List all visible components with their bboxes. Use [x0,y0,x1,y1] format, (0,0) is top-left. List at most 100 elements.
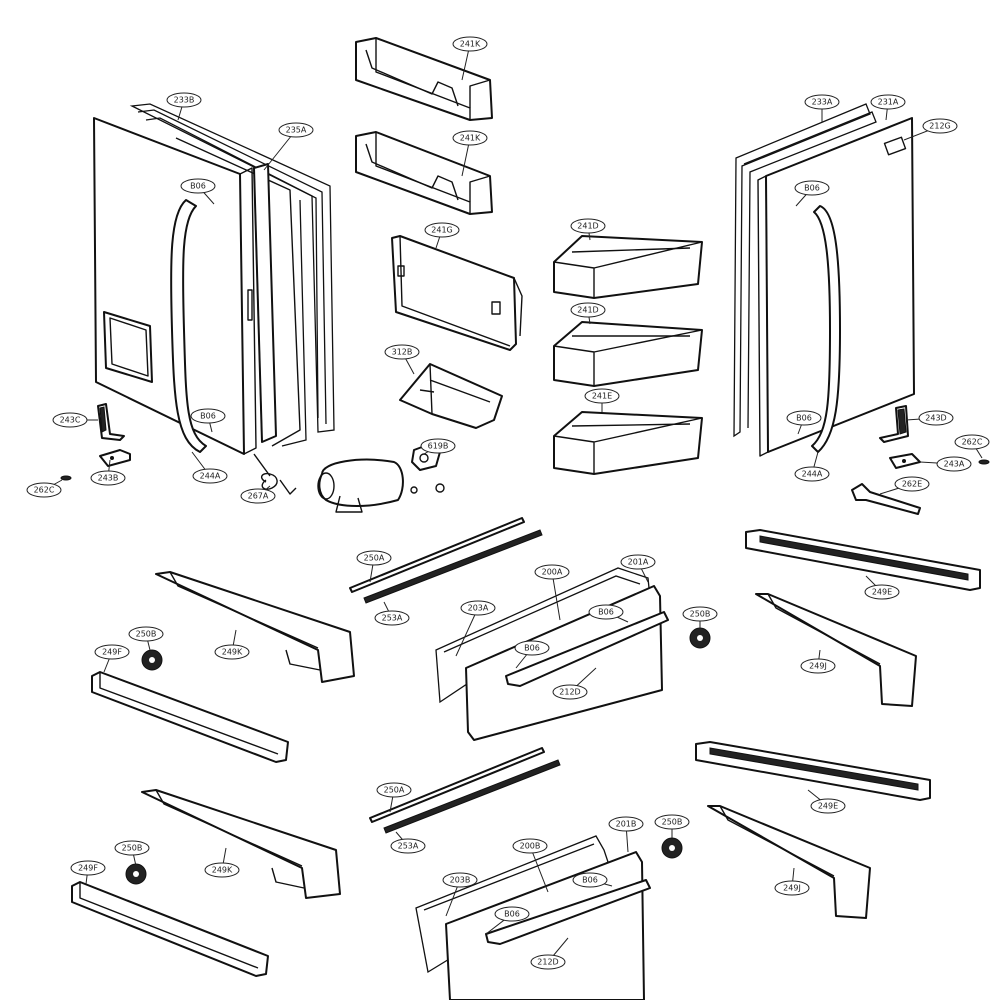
callout-text: 241K [460,40,481,49]
callout-249k: 249K [204,847,240,878]
callout-262c: 262C [26,479,63,498]
callout-oval [894,476,930,492]
callout-b06: B06 [588,604,629,623]
callout-text: 241E [592,392,612,401]
bracket-243c [97,403,125,441]
bracket-243d [879,405,909,443]
callout-oval [786,410,822,426]
callout-text: 267A [248,492,269,501]
callout-249j: 249J [774,867,810,896]
callout-241k: 241K [452,36,488,81]
callout-241d: 241D [570,302,606,325]
callout-253a: 253A [374,601,410,626]
callout-oval [530,954,566,970]
callout-text: 249J [783,884,801,893]
callout-text: 244A [802,470,823,479]
callout-text: 212D [559,688,580,697]
callout-oval [190,408,226,424]
callout-244a: 244A [191,451,228,484]
callout-oval [552,684,588,700]
callout-text: 250A [364,554,385,563]
callout-text: 619B [428,442,449,451]
gear-250b-2 [689,627,711,649]
callout-oval [870,94,906,110]
callout-b06: B06 [794,180,830,207]
callout-text: 243C [60,416,81,425]
callout-201b: 201B [608,816,644,853]
callout-b06: B06 [572,872,613,888]
callout-oval [572,872,608,888]
callout-oval [376,782,412,798]
callout-oval [922,118,958,134]
callout-233a: 233A [804,94,840,122]
drawer-rail-left-lower [141,789,341,899]
callout-text: 312B [392,348,413,357]
callout-oval [374,610,410,626]
callout-text: 250B [136,630,157,639]
callout-312b: 312B [384,344,420,375]
callout-249e: 249E [864,575,900,600]
callout-text: 253A [398,842,419,851]
callout-text: 243D [925,414,946,423]
callout-250a: 250A [356,550,392,583]
callout-oval [588,604,624,620]
callout-oval [278,122,314,138]
dispenser-housing-312b [399,363,503,429]
callout-203a: 203A [455,600,496,657]
freezer-drawer-lower [415,835,651,1000]
callout-text: 249J [809,662,827,671]
callout-oval [682,606,718,622]
callout-text: 250B [690,610,711,619]
callout-oval [810,798,846,814]
callout-200a: 200A [534,564,570,621]
drawer-rail-right-lower [707,805,871,919]
callout-oval [514,640,550,656]
callout-249k: 249K [214,629,250,660]
callout-249f: 249F [94,644,130,673]
door-bin-241k-lower [355,131,493,215]
callout-oval [424,222,460,238]
callout-text: 203A [468,604,489,613]
water-filter-housing [317,458,445,513]
callout-212d: 212D [552,667,597,700]
callout-text: 249E [872,588,892,597]
callout-text: 243B [98,474,119,483]
freezer-drawer-upper [435,567,669,741]
callout-oval [608,816,644,832]
callout-text: 201A [628,558,649,567]
callout-212g: 212G [903,118,958,141]
callout-text: 253A [382,614,403,623]
callout-oval [166,92,202,108]
hinge-243b [99,449,131,467]
rail-strip-250a-253a-lower [369,747,561,834]
callout-oval [654,814,690,830]
screw-262c-left [60,475,72,481]
callout-text: 244A [200,472,221,481]
callout-233b: 233B [166,92,202,121]
callout-text: 200A [542,568,563,577]
callout-250b: 250B [654,814,690,838]
callout-oval [70,860,106,876]
callout-201a: 201A [620,554,656,583]
callout-leader [551,571,561,621]
callout-oval [94,644,130,660]
callout-text: 233A [812,98,833,107]
callout-text: 241D [577,222,598,231]
wrench-262e [851,483,921,515]
door-bin-241d-upper [553,235,703,299]
callout-oval [936,456,972,472]
callout-241g: 241G [424,222,460,249]
screw-262c-right [978,459,990,465]
slide-249e-lower [695,741,931,801]
callout-oval [570,218,606,234]
drawer-rail-left-upper [155,571,355,683]
callout-text: 262C [34,486,55,495]
callout-oval [240,488,276,504]
callout-b06: B06 [180,178,216,205]
callout-text: 250A [384,786,405,795]
spring-267a [253,453,297,495]
callout-oval [954,434,990,450]
left-door-assembly [93,103,335,455]
callout-text: 212G [929,122,950,131]
callout-b06: B06 [514,640,550,669]
